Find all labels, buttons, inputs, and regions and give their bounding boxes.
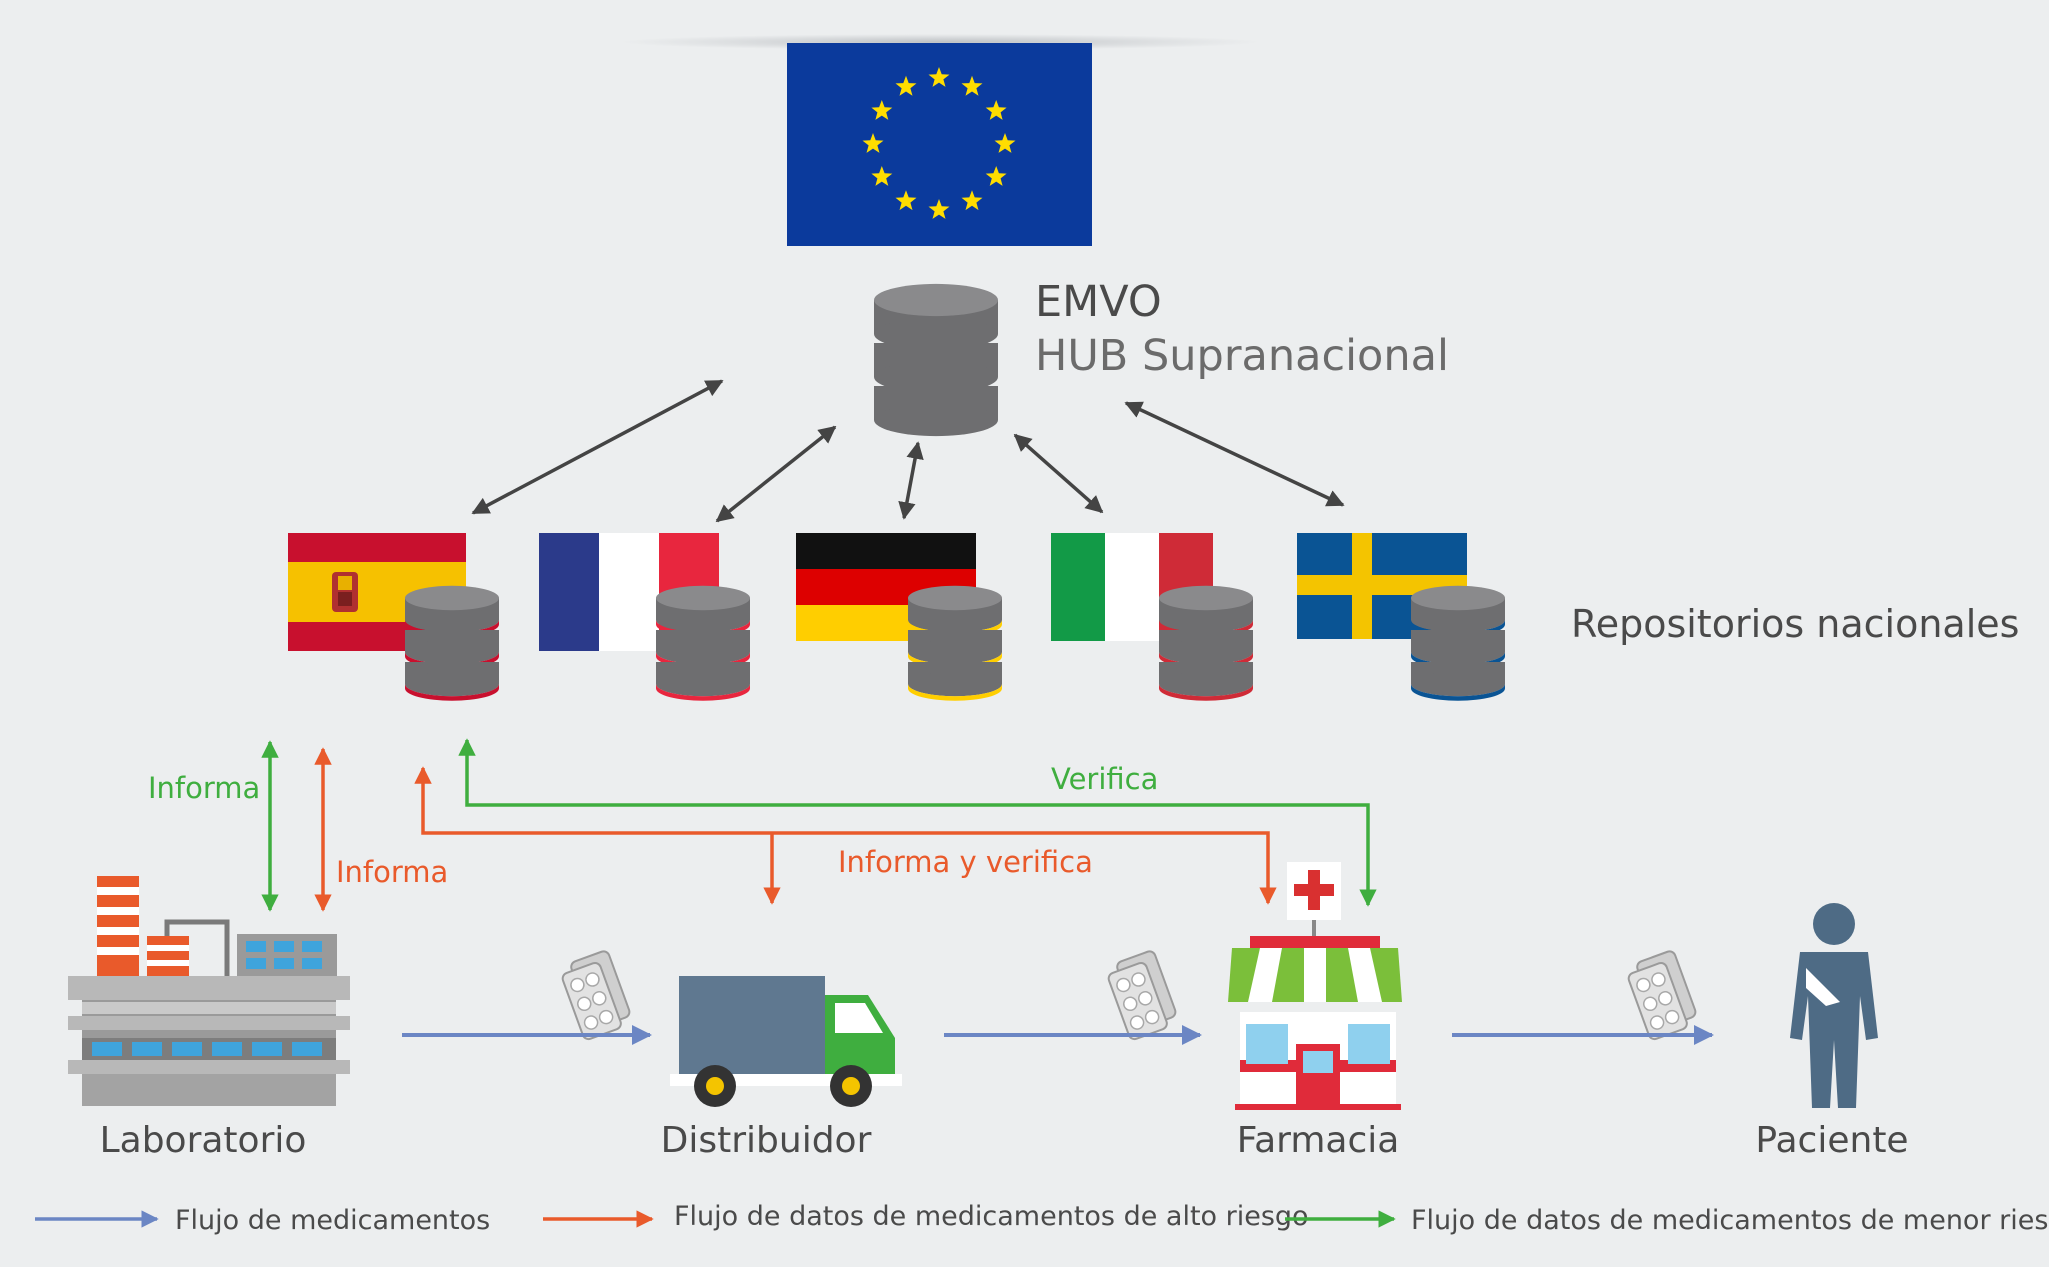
pill-pack-icon-1 [561, 950, 631, 1041]
eu-star-icon [895, 75, 917, 96]
hub-links [471, 379, 1345, 523]
eu-star-icon [985, 100, 1007, 120]
truck-icon [670, 976, 902, 1107]
hub-link-spain [471, 379, 724, 515]
eu-flag [787, 43, 1092, 246]
hub-link-france [715, 425, 837, 523]
hub-subtitle: HUB Supranacional [1035, 331, 1449, 381]
legend-green-label: Flujo de datos de medicamentos de menor … [1411, 1205, 2049, 1236]
pill-pack-icon-3 [1627, 950, 1697, 1041]
eu-star-icon [961, 75, 983, 96]
node-distribuidor: Distribuidor [661, 1120, 872, 1161]
repositories-label: Repositorios nacionales [1571, 602, 2019, 646]
pill-pack-icon-2 [1107, 950, 1177, 1041]
italy-database-icon [1159, 585, 1253, 701]
lab-orange-label: Informa [336, 855, 448, 889]
france-database-icon [656, 585, 750, 701]
germany-database-icon [908, 585, 1002, 701]
eu-star-icon [961, 190, 983, 211]
hub-link-italy [1013, 433, 1104, 514]
sweden-database-icon [1411, 585, 1505, 701]
verify-green-path [458, 738, 1377, 907]
pharmacy-icon [1228, 862, 1402, 1110]
node-farmacia: Farmacia [1237, 1120, 1400, 1161]
legend-blue-label: Flujo de medicamentos [175, 1205, 490, 1236]
legend-orange-label: Flujo de datos de medicamentos de alto r… [674, 1201, 1309, 1232]
patient-icon [1790, 903, 1878, 1108]
node-laboratorio: Laboratorio [100, 1120, 307, 1161]
factory-icon [68, 876, 350, 1106]
hub-link-sweden [1124, 401, 1345, 507]
spain-database-icon [405, 585, 499, 701]
eu-star-icon [862, 133, 884, 153]
emvo-database-icon [874, 283, 998, 437]
italy-flag [1051, 533, 1213, 641]
germany-flag [796, 533, 976, 641]
eu-star-icon [871, 166, 893, 186]
eu-star-icon [871, 100, 893, 120]
inform-verify-orange-path [414, 766, 1277, 905]
eu-star-icon [985, 166, 1007, 186]
verify-label: Verifica [1051, 762, 1158, 796]
lab-green-label: Informa [148, 771, 260, 805]
eu-star-icon [928, 199, 950, 219]
eu-star-icon [895, 190, 917, 211]
hub-title: EMVO [1035, 277, 1162, 327]
node-paciente: Paciente [1755, 1120, 1908, 1161]
inform-verify-label: Informa y verifica [838, 845, 1093, 879]
eu-star-icon [928, 67, 950, 87]
top-shadow [620, 34, 1260, 50]
hub-link-germany [898, 441, 924, 520]
eu-star-icon [994, 133, 1016, 153]
